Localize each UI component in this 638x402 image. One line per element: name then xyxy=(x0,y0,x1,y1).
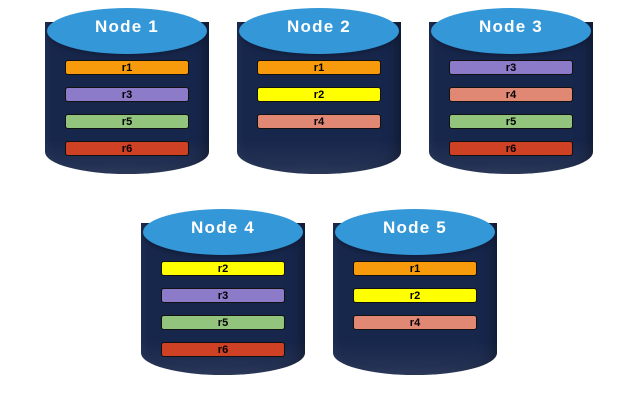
node-title: Node 1 xyxy=(95,17,159,36)
cylinder-top-ellipse xyxy=(47,8,207,54)
database-node[interactable]: Node 4 r2 r3 r5 r6 xyxy=(141,207,305,392)
replica-list: r3 r4 r5 r6 xyxy=(429,60,593,156)
replica-bar[interactable]: r4 xyxy=(449,87,573,102)
replica-bar[interactable]: r5 xyxy=(161,315,285,330)
replica-list: r1 r2 r4 xyxy=(333,261,497,330)
replica-bar[interactable]: r3 xyxy=(449,60,573,75)
replica-list: r1 r2 r4 xyxy=(237,60,401,129)
node-title: Node 3 xyxy=(479,17,543,36)
replica-bar[interactable]: r6 xyxy=(449,141,573,156)
node-row-bottom: Node 4 r2 r3 r5 r6 Node 5 r1 r2 r4 xyxy=(0,207,638,392)
replica-bar[interactable]: r3 xyxy=(161,288,285,303)
node-title: Node 5 xyxy=(383,218,447,237)
cylinder-top-ellipse xyxy=(335,209,495,255)
replica-bar[interactable]: r1 xyxy=(257,60,381,75)
cylinder-top-ellipse xyxy=(239,8,399,54)
replica-bar[interactable]: r4 xyxy=(353,315,477,330)
cylinder-top-ellipse xyxy=(143,209,303,255)
replica-bar[interactable]: r1 xyxy=(353,261,477,276)
replica-bar[interactable]: r4 xyxy=(257,114,381,129)
cylinder-top-ellipse xyxy=(431,8,591,54)
replica-bar[interactable]: r5 xyxy=(65,114,189,129)
replica-bar[interactable]: r3 xyxy=(65,87,189,102)
database-node[interactable]: Node 5 r1 r2 r4 xyxy=(333,207,497,392)
replica-bar[interactable]: r5 xyxy=(449,114,573,129)
replica-list: r1 r3 r5 r6 xyxy=(45,60,209,156)
database-node[interactable]: Node 3 r3 r4 r5 r6 xyxy=(429,6,593,191)
cylinder-bottom-shading xyxy=(333,341,497,375)
replica-bar[interactable]: r2 xyxy=(353,288,477,303)
node-row-top: Node 1 r1 r3 r5 r6 Node 2 r1 r2 r4 Node 3 r3 r4 r5 r6 xyxy=(0,6,638,191)
replica-bar[interactable]: r1 xyxy=(65,60,189,75)
node-title: Node 2 xyxy=(287,17,351,36)
cylinder-bottom-shading xyxy=(237,140,401,174)
replica-bar[interactable]: r6 xyxy=(65,141,189,156)
node-title: Node 4 xyxy=(191,218,255,237)
replica-bar[interactable]: r6 xyxy=(161,342,285,357)
replica-bar[interactable]: r2 xyxy=(257,87,381,102)
database-node[interactable]: Node 1 r1 r3 r5 r6 xyxy=(45,6,209,191)
replica-bar[interactable]: r2 xyxy=(161,261,285,276)
replica-list: r2 r3 r5 r6 xyxy=(141,261,305,357)
database-node[interactable]: Node 2 r1 r2 r4 xyxy=(237,6,401,191)
